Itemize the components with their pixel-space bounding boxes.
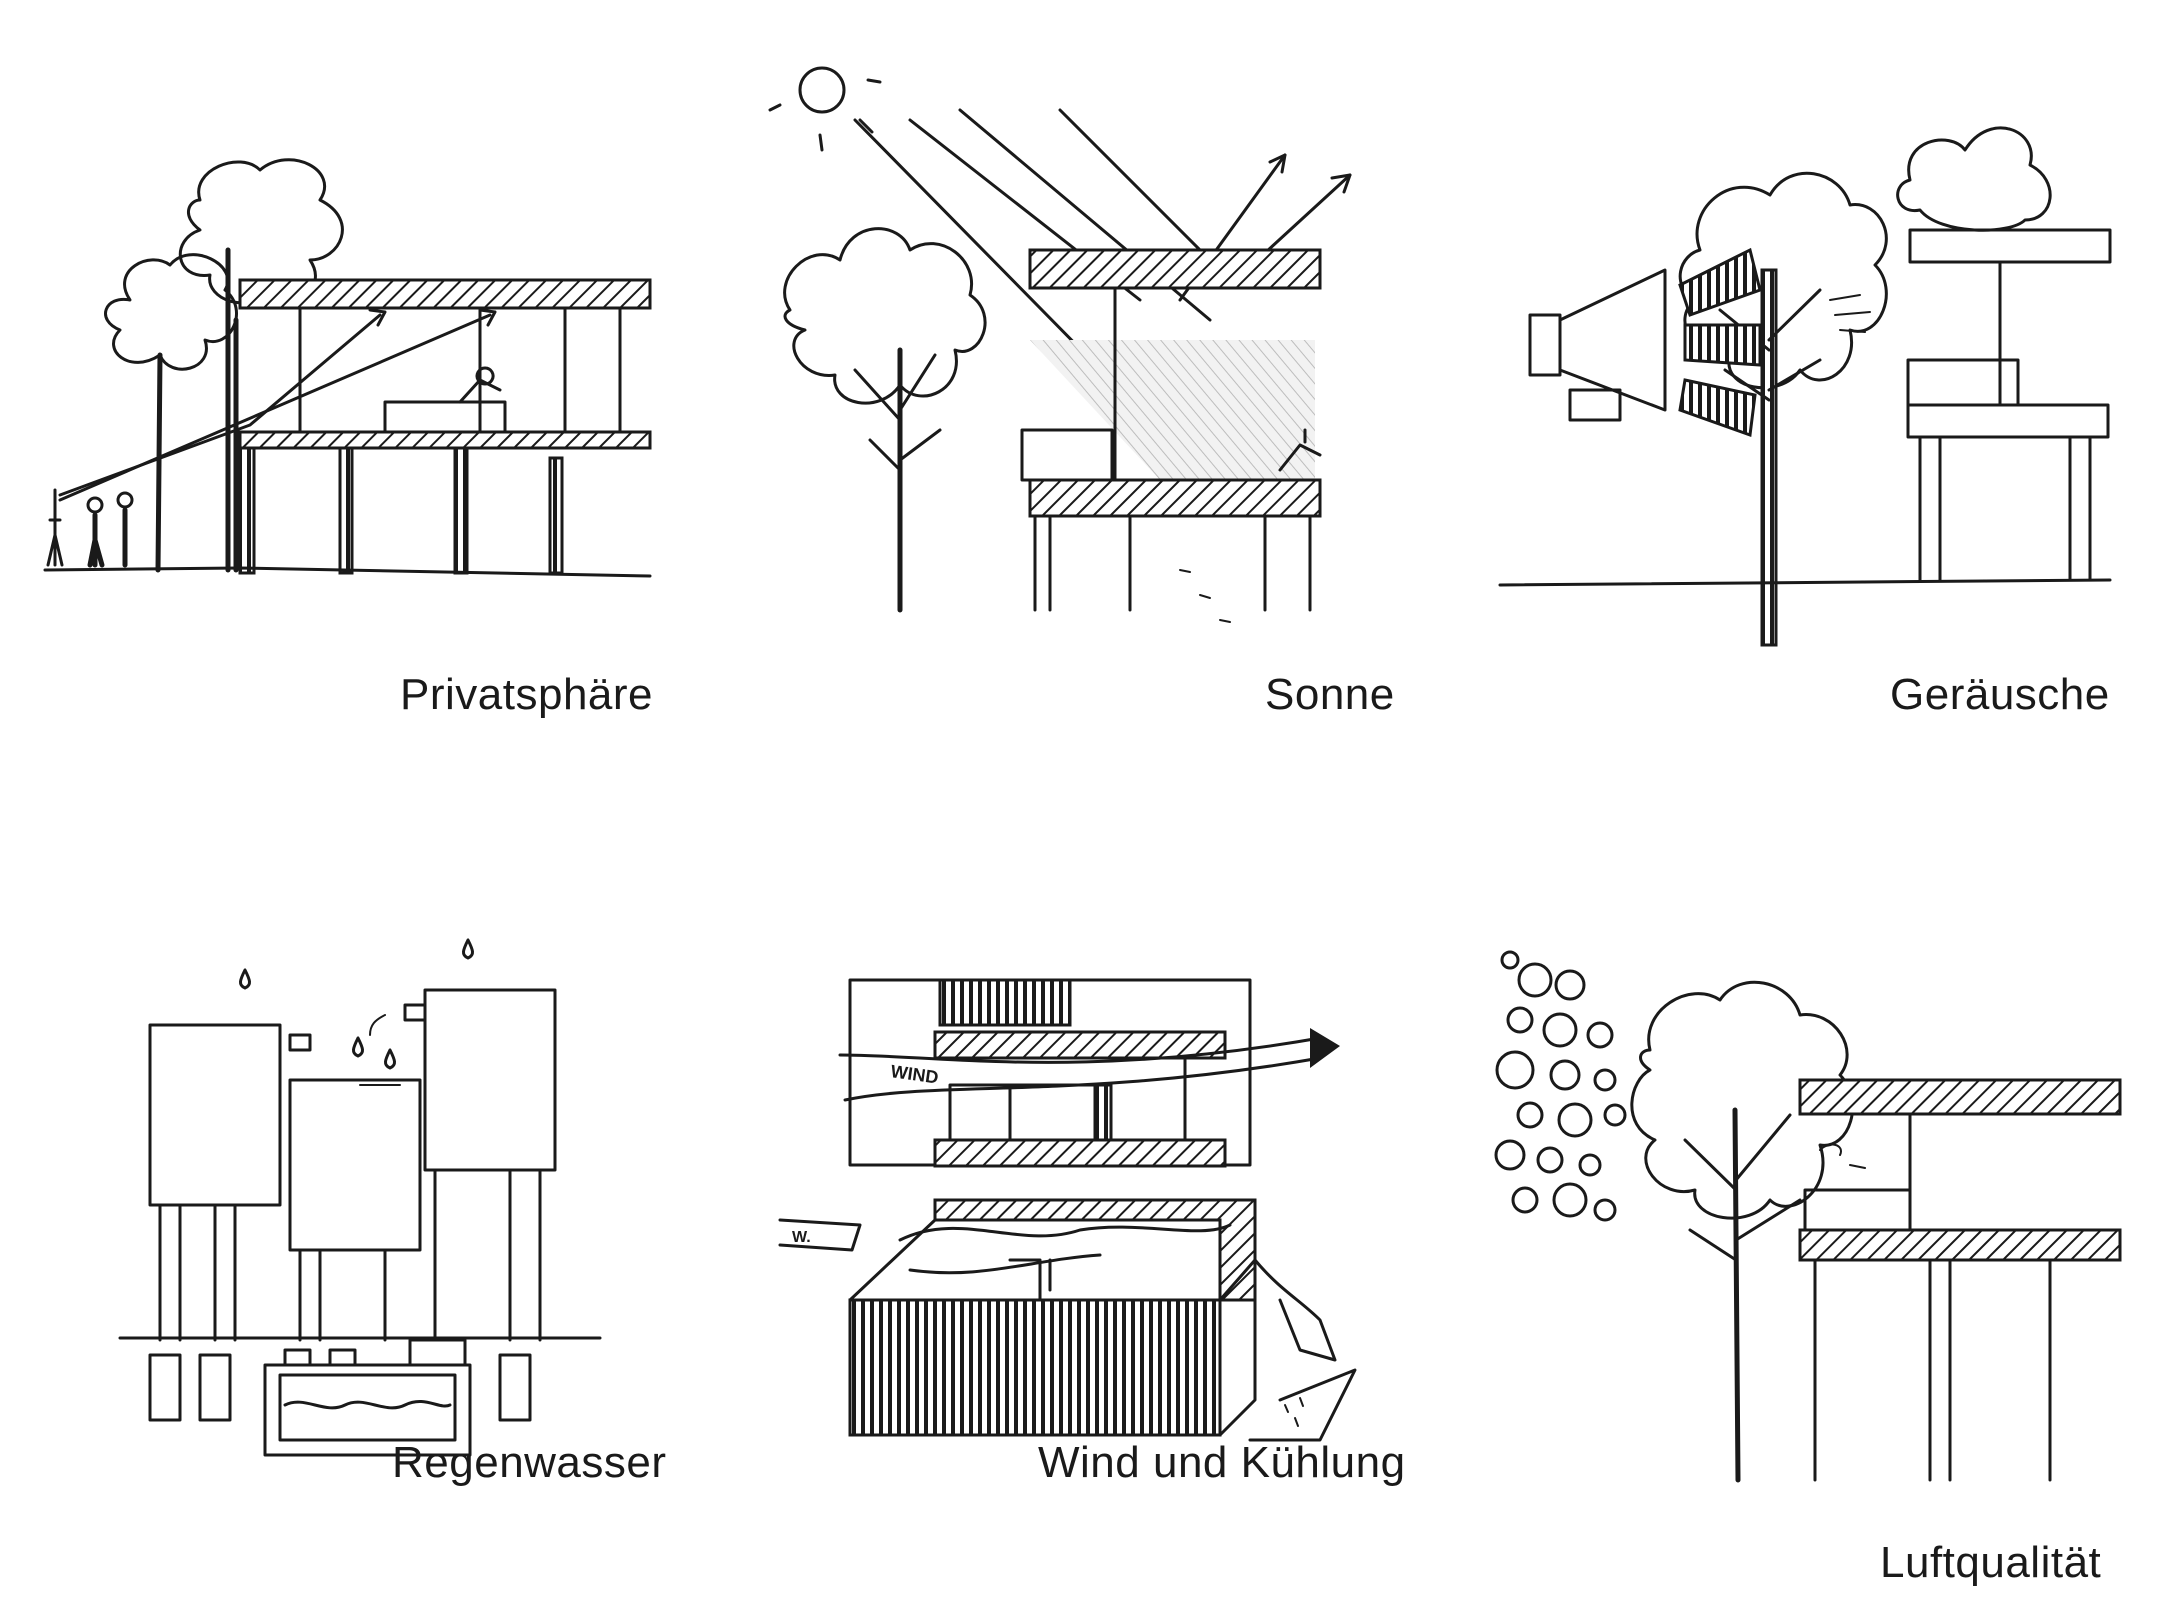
panel-air: Luftqualität [1490, 940, 2130, 1610]
caption-noise: Geräusche [1890, 670, 2110, 719]
panel-privacy: Privatsphäre [40, 140, 660, 719]
panel-sun: Sonne [760, 50, 1400, 719]
wind-label: WIND [889, 1061, 939, 1087]
panel-noise: Geräusche [1498, 50, 2120, 719]
panel-rain: Regenwasser [40, 910, 666, 1610]
pollution-bubbles [1494, 950, 1627, 1222]
rain-sketch [118, 938, 602, 1457]
sun-sketch [768, 66, 1352, 623]
caption-privacy: Privatsphäre [400, 670, 654, 719]
wind-sketch: WIND W. [778, 978, 1357, 1442]
panel-wind: WIND W. Wind und Kühlung [778, 960, 1420, 1610]
noise-sketch [1498, 126, 2112, 647]
privacy-sketch [43, 158, 652, 578]
raindrop-icon [239, 968, 251, 990]
sun-icon [798, 66, 846, 114]
caption-air: Luftqualität [1880, 1538, 2102, 1587]
caption-rain: Regenwasser [392, 1438, 667, 1487]
air-sketch [1494, 950, 2122, 1483]
caption-wind: Wind und Kühlung [1038, 1438, 1406, 1487]
caption-sun: Sonne [1265, 670, 1395, 719]
w-label: W. [792, 1229, 811, 1246]
